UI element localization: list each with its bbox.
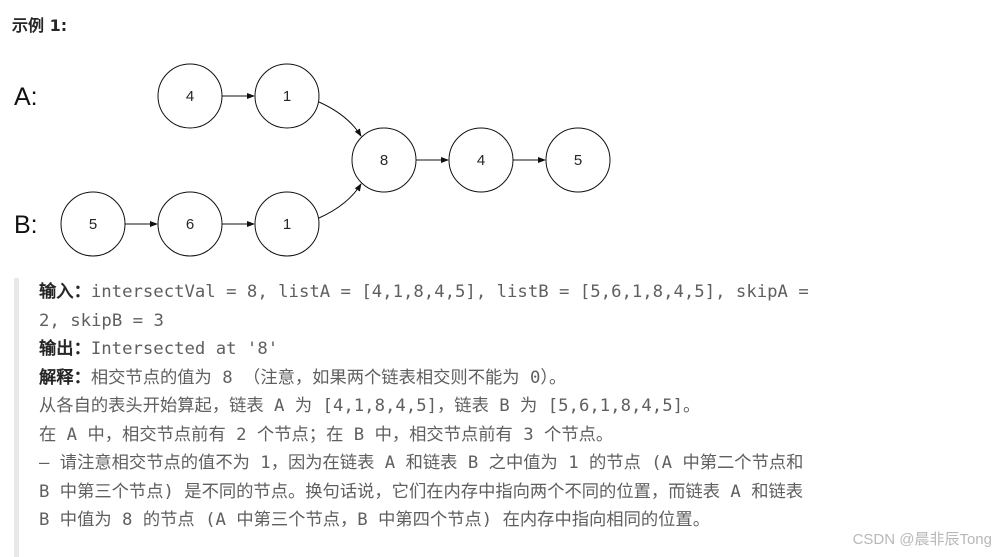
explain-text: 相交节点的值为 8 （注意，如果两个链表相交则不能为 0）。 bbox=[90, 367, 567, 388]
explain-line: 解释：相交节点的值为 8 （注意，如果两个链表相交则不能为 0）。 bbox=[39, 364, 984, 393]
list-a-label: A: bbox=[14, 83, 38, 111]
node-value: 8 bbox=[380, 152, 388, 169]
explain-text: — 请注意相交节点的值不为 1，因为在链表 A 和链表 B 之中值为 1 的节点… bbox=[39, 453, 804, 473]
explain-text: B 中值为 8 的节点 (A 中第三个节点，B 中第四个节点) 在内存中指向相同… bbox=[39, 510, 710, 530]
explain-label: 解释： bbox=[39, 367, 91, 388]
output-line: 输出：Intersected at '8' bbox=[39, 335, 984, 364]
input-line-cont: 2, skipB = 3 bbox=[39, 310, 164, 331]
example-title: 示例 1: bbox=[12, 16, 68, 35]
arrow-edge bbox=[318, 101, 362, 137]
explain-text: 从各自的表头开始算起，链表 A 为 [4,1,8,4,5]，链表 B 为 [5,… bbox=[39, 396, 701, 416]
explain-text: 在 A 中，相交节点前有 2 个节点；在 B 中，相交节点前有 3 个节点。 bbox=[39, 424, 614, 445]
input-label: 输入： bbox=[39, 282, 91, 302]
explain-text: B 中第三个节点) 是不同的节点。换句话说，它们在内存中指向两个不同的位置，而链… bbox=[39, 481, 804, 502]
node-b3 bbox=[254, 191, 320, 257]
output-label: 输出： bbox=[39, 339, 91, 359]
node-value: 1 bbox=[283, 88, 291, 105]
edges bbox=[125, 93, 546, 227]
input-line: 输入：intersectVal = 8, listA = [4,1,8,4,5]… bbox=[39, 278, 984, 307]
node-c1 bbox=[351, 127, 417, 193]
node-b1 bbox=[60, 191, 126, 257]
node-value: 4 bbox=[477, 152, 485, 169]
output-value: Intersected at '8' bbox=[90, 339, 279, 359]
node-value: 4 bbox=[186, 88, 194, 105]
example-explanation-block: 输入：intersectVal = 8, listA = [4,1,8,4,5]… bbox=[14, 278, 984, 557]
node-c2 bbox=[448, 127, 514, 193]
node-b2 bbox=[157, 191, 223, 257]
node-value: 6 bbox=[186, 216, 194, 233]
arrow-edge bbox=[318, 183, 362, 219]
node-value: 5 bbox=[574, 152, 582, 169]
node-value: 1 bbox=[283, 216, 291, 233]
node-a1 bbox=[157, 63, 223, 129]
list-b-label: B: bbox=[14, 211, 38, 239]
linked-list-diagram: A: B: 4 1 8 4 5 5 bbox=[0, 0, 998, 270]
watermark: CSDN @晨非辰Tong bbox=[852, 531, 992, 548]
node-a2 bbox=[254, 63, 320, 129]
node-value: 5 bbox=[89, 216, 97, 233]
input-value: intersectVal = 8, listA = [4,1,8,4,5], l… bbox=[90, 282, 809, 302]
node-c3 bbox=[545, 127, 611, 193]
